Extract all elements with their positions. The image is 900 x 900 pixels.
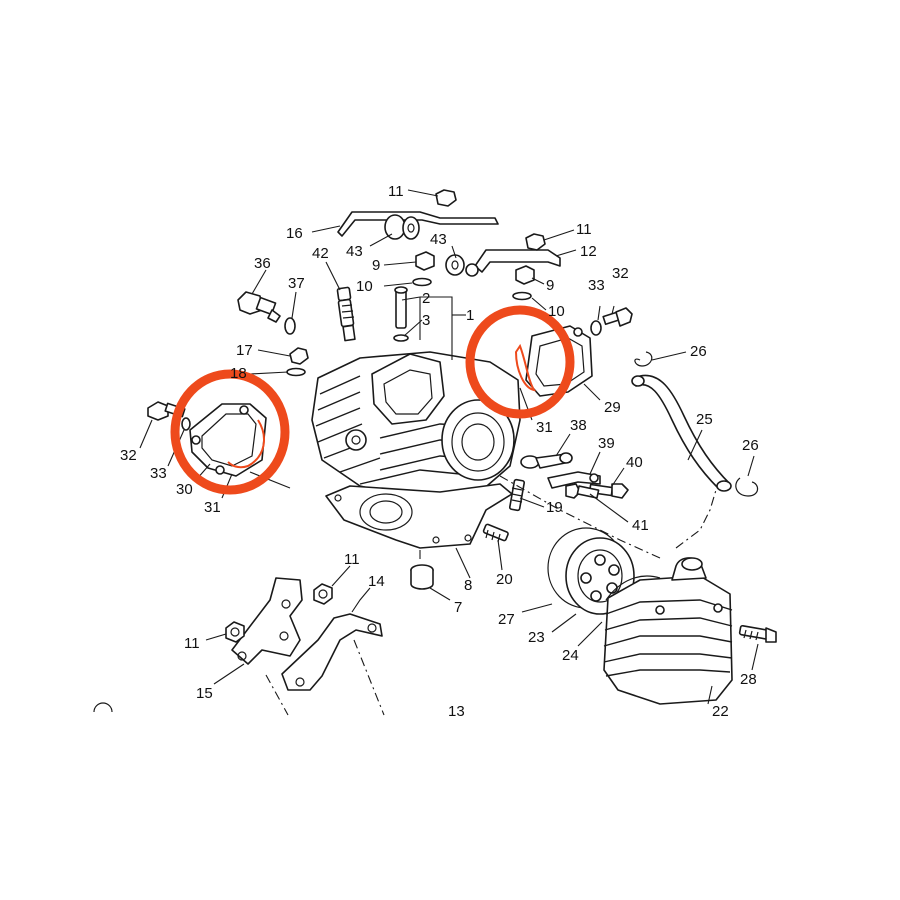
bracket-14	[281, 613, 383, 691]
o-ring-3	[393, 334, 409, 342]
label-15: 15	[196, 685, 213, 702]
washer-10-right	[512, 291, 532, 301]
label-40: 40	[626, 454, 643, 471]
label-33-left: 33	[150, 465, 167, 482]
washer-18	[286, 367, 306, 377]
label-36: 36	[254, 255, 271, 272]
washer-37	[284, 317, 296, 335]
valve-cover-30	[189, 403, 267, 477]
label-7: 7	[454, 599, 462, 616]
rocker-38	[520, 452, 573, 469]
sensor-36	[237, 291, 281, 323]
washer-33-right	[590, 320, 602, 336]
label-32-left: 32	[120, 447, 137, 464]
cylinder-head	[311, 351, 521, 501]
bolt-41	[565, 483, 600, 499]
highlight-right-gasket	[465, 305, 575, 419]
label-16: 16	[286, 225, 303, 242]
label-27: 27	[498, 611, 515, 628]
bracket-16	[337, 211, 499, 240]
label-9-left: 9	[372, 257, 380, 274]
label-11-lower-left: 11	[184, 635, 200, 652]
label-17: 17	[236, 342, 253, 359]
label-28: 28	[740, 671, 757, 688]
label-19: 19	[546, 499, 563, 516]
highlight-left-gasket	[170, 369, 290, 495]
label-33-right: 33	[588, 277, 605, 294]
label-38: 38	[570, 417, 587, 434]
bolt-17	[289, 347, 309, 365]
label-1: 1	[466, 307, 474, 324]
nut-43-upper	[445, 254, 465, 276]
label-10-left: 10	[356, 278, 373, 295]
label-8: 8	[464, 577, 472, 594]
clip-26-upper	[634, 351, 653, 367]
label-41: 41	[632, 517, 649, 534]
label-14: 14	[368, 573, 385, 590]
label-3: 3	[422, 312, 430, 329]
valve-2	[394, 286, 408, 329]
edge-marker	[93, 702, 113, 713]
label-23: 23	[528, 629, 545, 646]
label-9-right: 9	[546, 277, 554, 294]
label-12: 12	[580, 243, 597, 260]
label-11-top: 11	[388, 183, 404, 200]
cylinder-22	[603, 557, 733, 705]
label-39: 39	[598, 435, 615, 452]
label-22: 22	[712, 703, 729, 720]
nut-11-top	[435, 189, 457, 207]
washer-33-left	[181, 417, 191, 431]
stud-20	[482, 523, 509, 543]
label-26-upper: 26	[690, 343, 707, 360]
label-25: 25	[696, 411, 713, 428]
stud-19	[508, 478, 526, 512]
label-31-left: 31	[204, 499, 221, 516]
rocker-39	[547, 471, 601, 489]
label-24: 24	[562, 647, 579, 664]
label-2: 2	[422, 290, 430, 307]
bolt-32-right	[602, 307, 633, 327]
valve-cover-29	[525, 325, 593, 397]
spark-plug-42	[336, 286, 356, 342]
gasket-8	[325, 483, 513, 549]
label-18: 18	[230, 365, 247, 382]
label-20: 20	[496, 571, 513, 588]
label-43-right: 43	[430, 231, 447, 248]
washer-10-left	[412, 277, 432, 287]
nut-11-lower-left	[225, 621, 245, 643]
gasket-24	[605, 575, 661, 601]
bolt-28	[738, 624, 777, 643]
label-31-right: 31	[536, 419, 553, 436]
label-42: 42	[312, 245, 329, 262]
hose-25	[631, 374, 732, 492]
label-43-left: 43	[346, 243, 363, 260]
label-10-right: 10	[548, 303, 565, 320]
label-11-right: 11	[576, 221, 592, 238]
label-13: 13	[448, 703, 465, 720]
label-37: 37	[288, 275, 305, 292]
dowel-7	[410, 564, 434, 590]
label-29: 29	[604, 399, 621, 416]
nut-11-lower-right	[313, 583, 333, 605]
label-30: 30	[176, 481, 193, 498]
label-26-lower: 26	[742, 437, 759, 454]
nut-9-right	[515, 265, 535, 285]
bracket-12	[465, 249, 561, 277]
nut-11-right	[525, 233, 546, 251]
label-32-right: 32	[612, 265, 629, 282]
label-11-lower-right: 11	[344, 551, 360, 568]
nut-9-left	[415, 251, 435, 271]
clip-26-lower	[735, 477, 759, 497]
bracket-15	[231, 577, 303, 665]
